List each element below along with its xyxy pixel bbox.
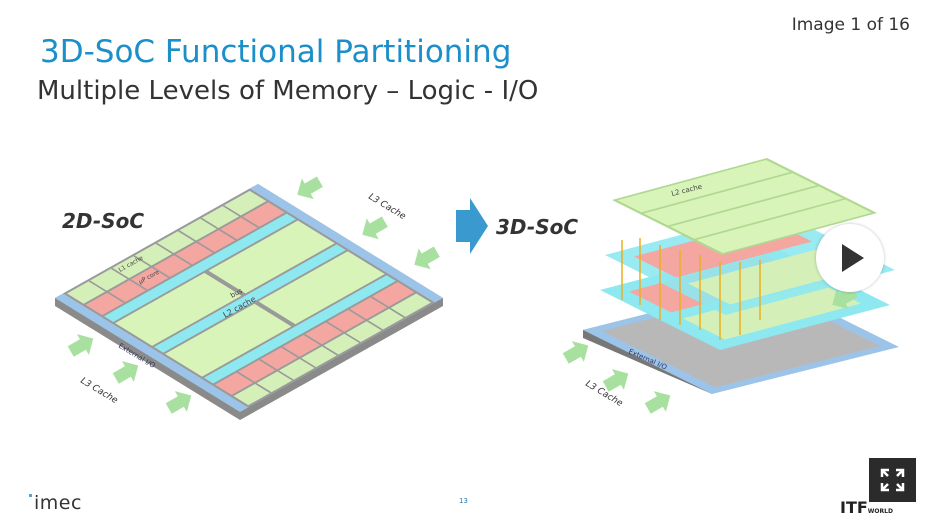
l3-label-bottom: L3 Cache: [78, 376, 119, 406]
slide-subtitle: Multiple Levels of Memory – Logic - I/O: [37, 76, 539, 106]
itf-logo-small: WORLD: [867, 508, 893, 515]
image-counter: Image 1 of 16: [791, 15, 910, 35]
expand-icon: [880, 468, 905, 492]
play-button[interactable]: [816, 224, 884, 292]
l3-label-top: L3 Cache: [366, 192, 407, 222]
3d-soc-label: 3D-SoC: [496, 215, 578, 239]
fullscreen-button[interactable]: [869, 458, 916, 502]
arrow-icons: [67, 176, 440, 414]
2d-soc-chip: 2D-SoC L1 cache µP core L2 cache bus Ext…: [55, 176, 443, 420]
imec-logo: imec: [34, 492, 82, 514]
arrow-right-icon: [456, 198, 488, 254]
slide-page-number: 13: [459, 497, 468, 505]
imec-logo-dot: [29, 494, 32, 497]
itf-world-logo: ITFWORLD: [840, 498, 893, 517]
2d-soc-label: 2D-SoC: [62, 209, 144, 233]
itf-logo-text: ITF: [840, 498, 868, 517]
3d-soc-chip: External I/O L2 cache L3 Cache: [562, 157, 899, 414]
slide-title: 3D-SoC Functional Partitioning: [40, 34, 512, 70]
